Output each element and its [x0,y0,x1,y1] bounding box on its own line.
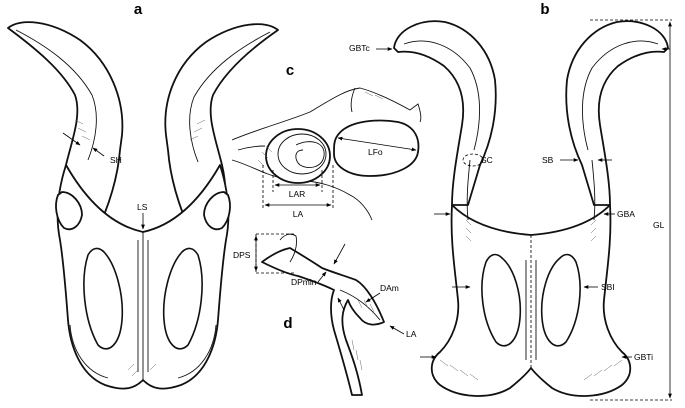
sh-right-arrow [92,147,105,157]
sh-left-arrow [62,132,81,146]
dam-arrow [365,292,381,303]
panel-b-right-ilium [565,20,669,206]
label-dam: DAm [380,283,399,293]
dpmin-arrow [317,271,327,283]
dpmin-top-arrow [333,243,346,265]
label-gbti: GBTi [634,352,653,362]
label-dpmin: DPmin [291,277,317,287]
panel-a-pelvis-drawing [7,21,279,390]
panel-b-left-obturator-foramen [481,253,522,347]
panel-a-left-obturator-foramen [83,247,124,350]
label-sh: SH [110,155,122,165]
la-d-lower-arrow [337,297,345,311]
label-lfo: LFo [368,147,383,157]
panel-b-pelvis-drawing [393,20,669,397]
label-gl: GL [653,220,665,230]
label-ls: LS [137,202,148,212]
label-sbi: SBI [601,282,615,292]
panel-b-letter: b [540,1,549,18]
panel-a-right-obturator-foramen [162,247,203,350]
panel-b-sc-marker [462,153,484,167]
panel-c-acetabular-rim [265,128,331,184]
panel-b-right-obturator-foramen [540,253,581,347]
label-gba: GBA [617,209,635,219]
label-sc: SC [481,155,493,165]
panel-a-left-acetabulum [55,191,83,231]
label-gbtc: GBTc [349,43,371,53]
panel-d-pubis-outline [261,247,385,396]
label-la-d: LA [406,329,417,339]
lfo-measure-line [337,136,417,152]
panel-d-pubis-drawing [261,233,385,396]
label-sb: SB [542,155,554,165]
la-d-arrow [389,325,405,335]
panel-c-acetabulum-drawing [231,87,422,221]
panel-b-left-ilium [393,20,497,206]
panel-a-right-acetabulum [203,191,231,231]
label-dps: DPS [233,250,251,260]
panel-a-letter: a [134,1,143,18]
panel-c-letter: c [286,62,294,79]
label-lar: LAR [289,189,306,199]
label-la-c: LA [293,209,304,219]
panel-d-letter: d [283,315,292,332]
